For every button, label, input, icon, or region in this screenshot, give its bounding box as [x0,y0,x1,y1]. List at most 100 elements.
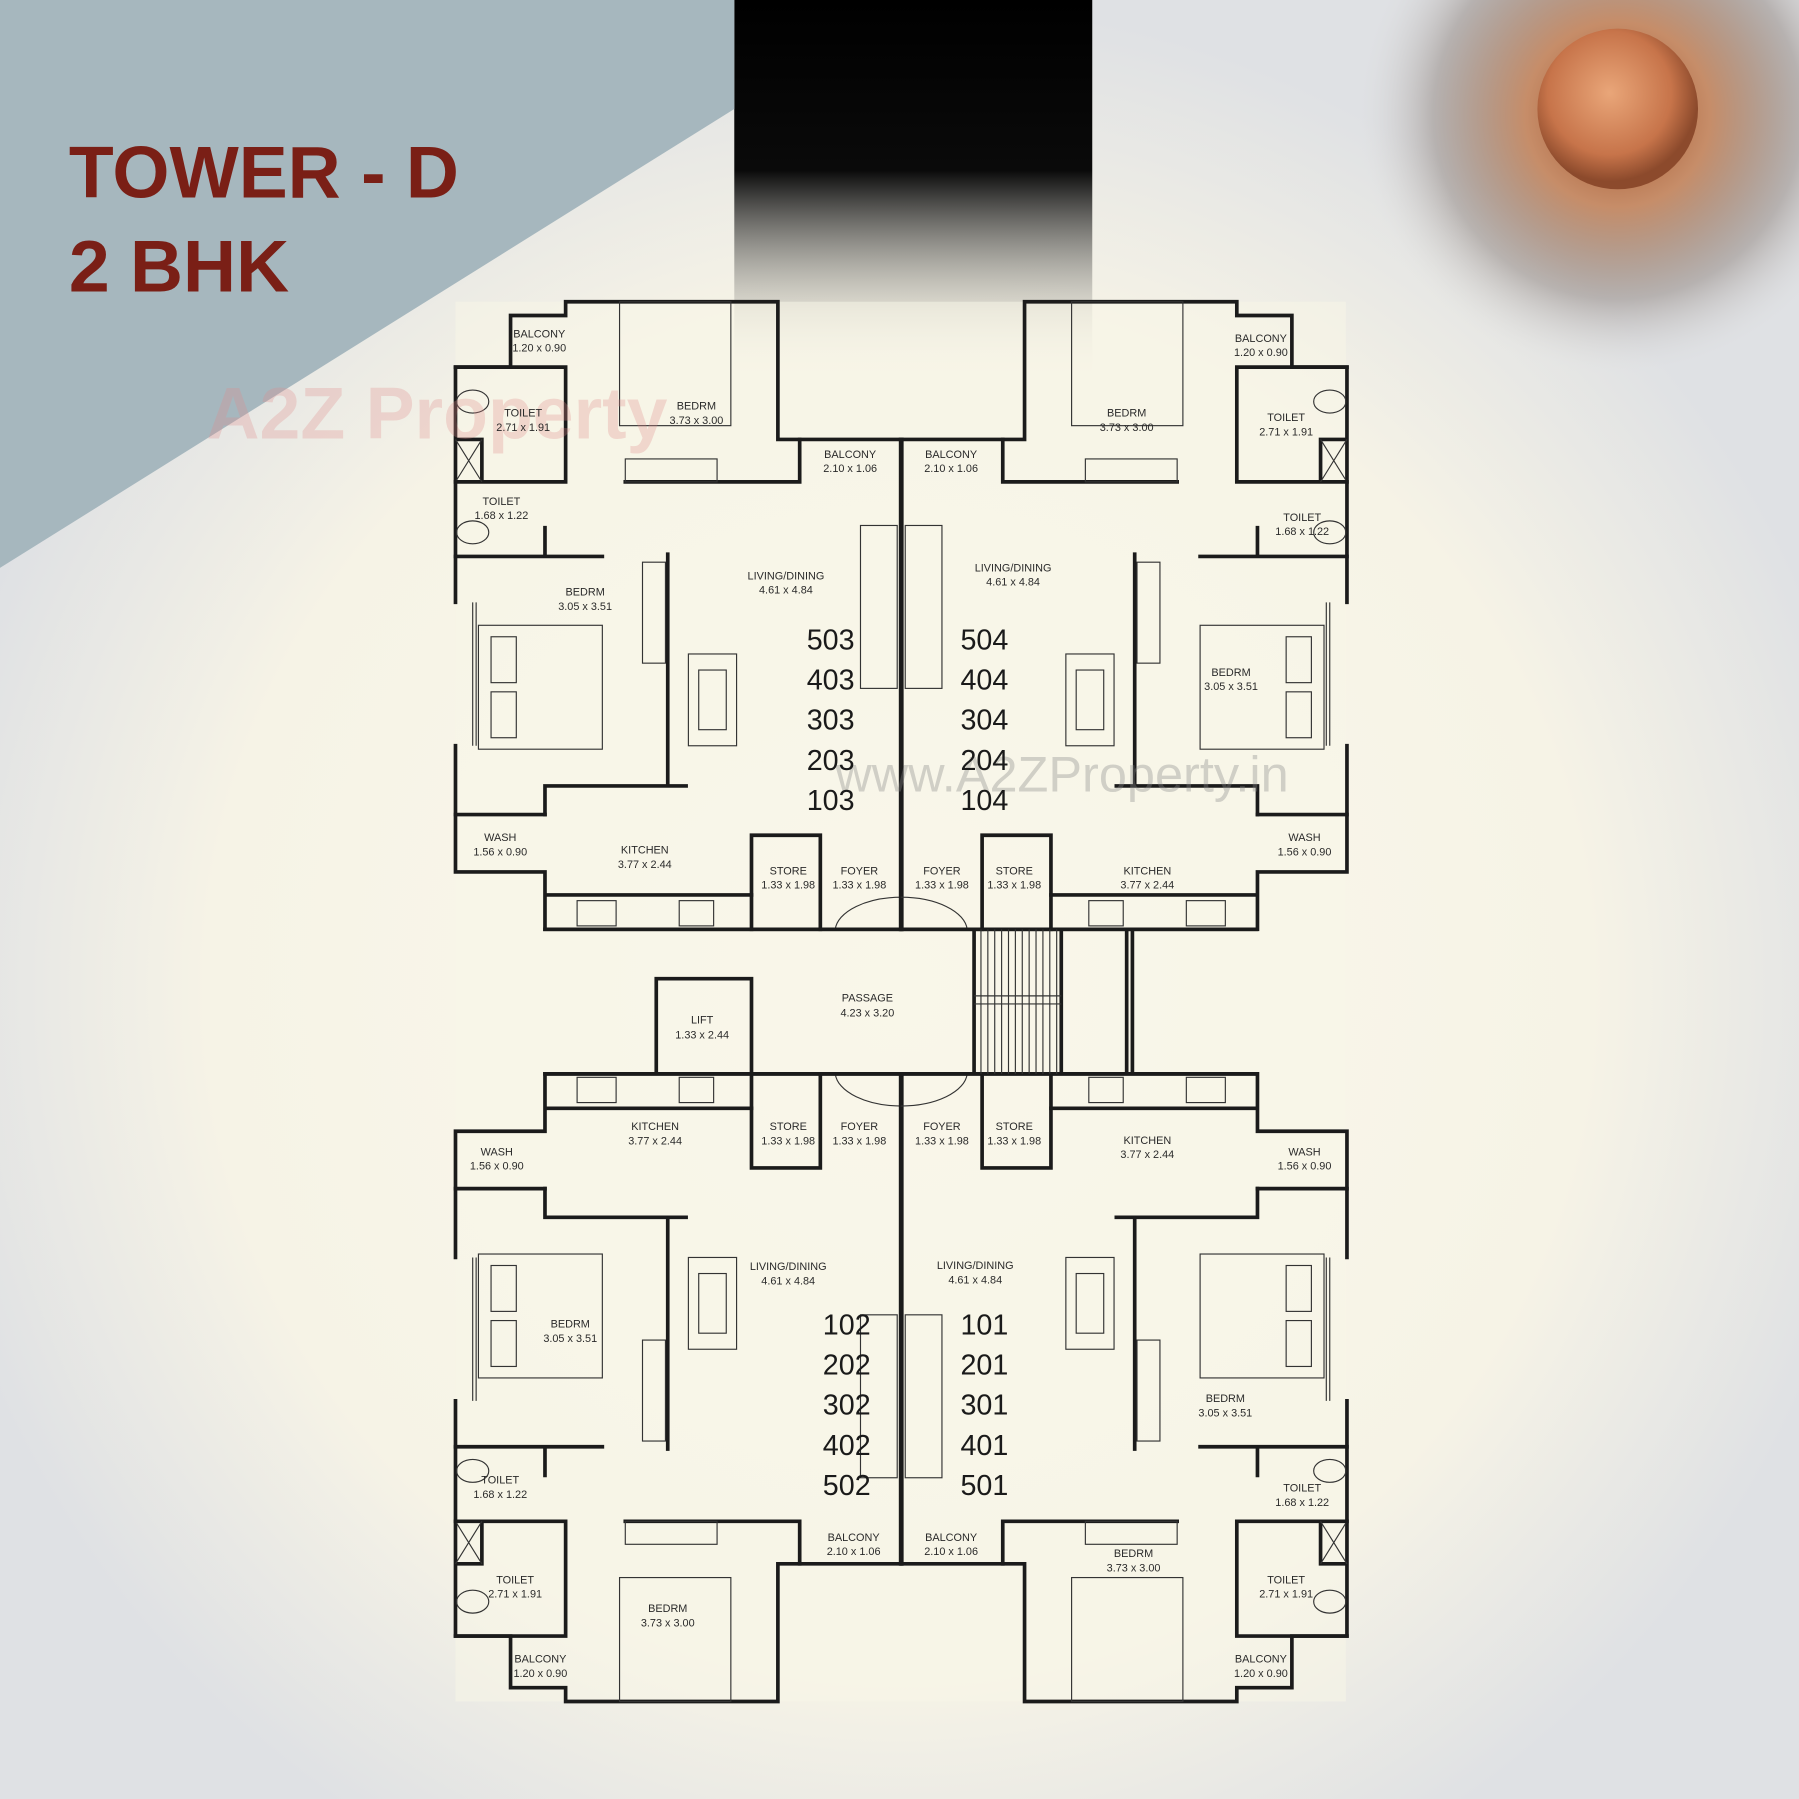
room-name: STORE [996,1121,1033,1133]
room-size: 3.05 x 3.51 [558,601,612,613]
flat-number: 202 [823,1349,871,1381]
unit-walls [453,299,904,932]
flat-number: 301 [960,1390,1008,1422]
room-name: LIVING/DINING [748,570,825,582]
bhk-title: 2 BHK [69,225,289,307]
room-name: BEDRM [565,586,604,598]
room-name: BEDRM [677,401,716,413]
flat-number: 201 [960,1349,1008,1381]
room-name: TOILET [504,407,542,419]
room-name: TOILET [481,1474,519,1486]
flat-number: 402 [823,1430,871,1462]
room-size: 1.20 x 0.90 [512,343,566,355]
room-name: KITCHEN [1123,1135,1171,1147]
room-size: 3.05 x 3.51 [543,1333,597,1345]
flat-number: 103 [807,785,855,817]
room-name: BALCONY [514,1653,567,1665]
room-name: TOILET [1283,512,1321,524]
room-size: 1.68 x 1.22 [474,510,528,522]
staircase [974,929,1062,1074]
room-name: STORE [770,1121,807,1133]
sofa-icon [859,524,898,689]
room-size: 3.73 x 3.00 [670,415,724,427]
room-name: BALCONY [1235,333,1288,345]
watermark-logo: A2Z Property [207,372,668,454]
room-size: 3.77 x 2.44 [1120,880,1174,892]
room-size: 1.56 x 0.90 [473,846,527,858]
room-size: 1.33 x 1.98 [761,1135,815,1147]
flat-number: 502 [823,1470,871,1502]
room-size: 1.20 x 0.90 [513,1668,567,1680]
room-name: WASH [1288,1146,1320,1158]
flat-number: 401 [960,1430,1008,1462]
flat-number: 203 [807,745,855,777]
room-size: 1.56 x 0.90 [470,1161,524,1173]
room-size: 1.68 x 1.22 [1275,1497,1329,1509]
room-name: FOYER [841,865,879,877]
room-size: 3.05 x 3.51 [1204,681,1258,693]
bed-icon [618,301,732,427]
room-name: BEDRM [1107,407,1146,419]
room-size: 3.77 x 2.44 [1120,1149,1174,1161]
room-name: STORE [770,865,807,877]
flat-number: 303 [807,705,855,737]
room-size: 1.33 x 1.98 [832,1135,886,1147]
room-name: KITCHEN [1123,865,1171,877]
room-name: FOYER [923,1121,961,1133]
passage-label: PASSAGE [842,993,893,1005]
wardrobe-icon [624,458,718,483]
flat-number: 504 [960,624,1008,656]
room-size: 2.10 x 1.06 [924,463,978,475]
room-name: KITCHEN [621,845,669,857]
toilet-seat-icon [456,520,490,545]
room-name: KITCHEN [631,1121,679,1133]
room-size: 4.61 x 4.84 [759,585,813,597]
room-name: TOILET [1267,1574,1305,1586]
room-size: 3.05 x 3.51 [1198,1407,1252,1419]
room-name: BEDRM [1114,1548,1153,1560]
room-name: BALCONY [824,449,877,461]
flat-number: 302 [823,1390,871,1422]
room-name: TOILET [496,1574,534,1586]
flat-number: 404 [960,665,1008,697]
room-size: 1.68 x 1.22 [1275,526,1329,538]
flat-number: 101 [960,1309,1008,1341]
flat-number: 102 [823,1309,871,1341]
room-name: LIVING/DINING [937,1260,1014,1272]
sink-icon [576,900,617,927]
room-name: FOYER [841,1121,879,1133]
stove-icon [678,900,715,927]
room-size: 1.33 x 1.98 [832,880,886,892]
corner-panel [0,0,735,568]
room-size: 2.10 x 1.06 [924,1546,978,1558]
flat-number: 204 [960,745,1008,777]
room-size: 2.10 x 1.06 [823,463,877,475]
room-size: 1.20 x 0.90 [1234,1668,1288,1680]
room-name: BALCONY [925,449,978,461]
room-name: LIVING/DINING [750,1261,827,1273]
room-name: WASH [481,1146,513,1158]
room-size: 2.10 x 1.06 [827,1546,881,1558]
room-name: BALCONY [828,1532,881,1544]
room-size: 2.71 x 1.91 [488,1589,542,1601]
room-size: 1.20 x 0.90 [1234,347,1288,359]
lift-label: LIFT [691,1014,714,1026]
room-size: 3.73 x 3.00 [641,1617,695,1629]
flat-number: 304 [960,705,1008,737]
flat-number: 503 [807,624,855,656]
room-name: WASH [484,832,516,844]
dining-table-icon [687,653,738,747]
room-name: BALCONY [925,1532,978,1544]
room-name: LIVING/DINING [975,562,1052,574]
room-size: 1.56 x 0.90 [1278,1161,1332,1173]
room-size: 3.77 x 2.44 [618,859,672,871]
room-name: WASH [1288,832,1320,844]
room-size: 2.71 x 1.91 [1259,426,1313,438]
core [543,927,1259,1076]
bed-icon [477,624,603,750]
room-name: TOILET [1267,412,1305,424]
room-size: 3.73 x 3.00 [1100,422,1154,434]
room-name: BEDRM [1211,667,1250,679]
